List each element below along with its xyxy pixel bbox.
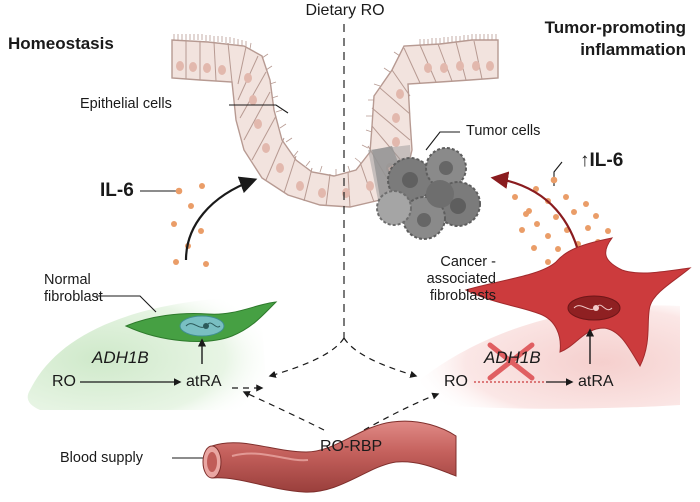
ro-rbp-label: RO-RBP (320, 438, 383, 455)
dietary-ro-label: Dietary RO (305, 2, 385, 19)
tumor-cells-label: Tumor cells (466, 123, 541, 139)
il6-dots-left (171, 183, 209, 267)
tumor-promoting-title-line1: Tumor-promoting (544, 18, 686, 37)
il6-label-right: ↑IL-6 (580, 150, 623, 172)
adh1b-cross (487, 342, 535, 381)
ro-label-right: RO (444, 373, 468, 390)
tumor-cluster (368, 145, 481, 240)
epithelial-leader (229, 104, 289, 114)
caf-label-line3: fibroblasts (429, 288, 496, 304)
normal-fibroblast-line1: Normal (44, 272, 91, 288)
arrow-il6-left (184, 176, 258, 261)
tumor-leader (425, 131, 460, 151)
adh1b-label-left: ADH1B (92, 348, 149, 367)
il6-label-left: IL-6 (100, 180, 134, 201)
dashed-flow-arrows (232, 337, 440, 431)
atra-label-right: atRA (578, 373, 614, 390)
caf-cell (464, 237, 692, 368)
normal-fibroblast-cell (124, 301, 278, 342)
atra-label-left: atRA (186, 373, 222, 390)
epithelial-cells-label: Epithelial cells (80, 96, 172, 112)
caf-label-line2: associated (426, 271, 496, 287)
caf-label-line1: Cancer - (440, 254, 496, 270)
blood-supply-label: Blood supply (60, 450, 144, 466)
adh1b-label-right: ADH1B (484, 348, 541, 367)
normal-fibroblast-line2: fibroblast (44, 289, 103, 305)
ro-label-left: RO (52, 373, 76, 390)
tumor-promoting-title-line2: inflammation (580, 40, 686, 59)
up-arrow-icon: ↑ (580, 150, 590, 171)
homeostasis-title: Homeostasis (8, 34, 114, 53)
blood-vessel (202, 420, 457, 493)
fibroblast-leader (96, 295, 157, 313)
il6-label-right-text: IL-6 (589, 150, 624, 171)
